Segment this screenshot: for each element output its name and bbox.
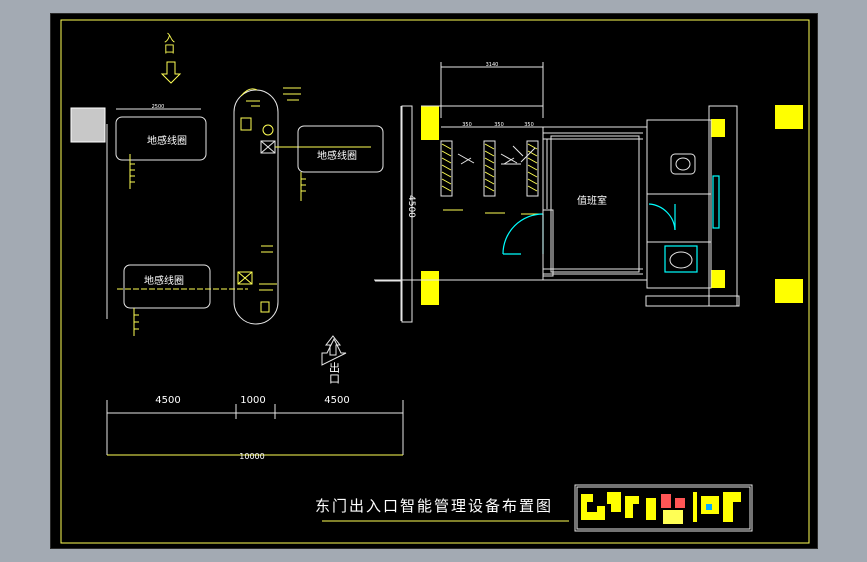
cable-ticks xyxy=(130,163,135,183)
dim-top-gate: 3140 xyxy=(486,62,499,68)
dim-side-gate: 4500 xyxy=(406,195,416,218)
loop-label-top-right: 地感线圈 xyxy=(317,149,357,162)
exit-label: 出口 xyxy=(328,361,341,384)
column-bottom-right xyxy=(711,270,725,288)
ticket-machine-bottom-cross xyxy=(237,271,253,285)
column-block-left xyxy=(70,107,106,143)
gate-wall-left xyxy=(401,105,413,323)
dim-bottom-1: 4500 xyxy=(155,395,180,406)
loop-label-bottom: 地感线圈 xyxy=(144,274,184,287)
turnstile-1 xyxy=(440,140,453,197)
column-far-bottom xyxy=(775,279,803,303)
turnstile-annotations xyxy=(443,209,541,215)
barrier-device-bottom xyxy=(260,301,270,313)
dim-gate-2: 350 xyxy=(494,122,504,128)
post-top xyxy=(262,124,274,136)
turnstile-2 xyxy=(483,140,496,197)
turnstile-arms xyxy=(457,145,536,165)
window-left xyxy=(546,139,552,209)
sensor-loop-bottom xyxy=(123,264,211,309)
bathroom-block xyxy=(646,119,712,289)
duty-room-label: 值班室 xyxy=(577,194,607,207)
entrance-arrow-icon xyxy=(160,61,182,84)
entrance-label: 入口 xyxy=(163,32,176,54)
sensor-loop-top-left xyxy=(115,116,207,161)
turnstile-3 xyxy=(526,140,539,197)
drawing-title: 东门出入口智能管理设备布置图 xyxy=(315,497,553,515)
toilet-bowl xyxy=(675,157,691,171)
toilet-icon xyxy=(670,153,696,175)
dim-gate-1: 350 xyxy=(462,122,472,128)
dim-gate-3: 350 xyxy=(524,122,534,128)
annotation-marks-bottom xyxy=(259,245,277,291)
ticket-machine-bottom xyxy=(237,271,253,285)
exit-arrow-icon xyxy=(324,335,342,356)
door-swing-bath xyxy=(648,203,676,231)
dim-small-top: 2500 xyxy=(152,104,165,110)
cad-viewport[interactable]: 入口 2500 地感线圈 地感线圈 地感线圈 出口 4500 1000 4500… xyxy=(50,13,818,549)
annotation-marks-top xyxy=(240,88,260,107)
column-bottom-left xyxy=(421,271,439,305)
sink-frame xyxy=(664,245,698,273)
exit-arrow-shape xyxy=(321,337,347,366)
drawing-border xyxy=(60,19,810,544)
column-far-top xyxy=(775,105,803,129)
sensor-loop-top-right xyxy=(297,125,384,173)
dim-total: 10000 xyxy=(239,452,264,461)
cable-ticks-tr xyxy=(301,178,306,192)
dim-bottom-2: 1000 xyxy=(240,395,265,406)
ticket-machine-top-cross xyxy=(260,140,276,154)
column-top-left xyxy=(421,106,439,140)
window-right xyxy=(712,175,720,229)
dim-bottom-3: 4500 xyxy=(324,395,349,406)
sink-icon xyxy=(669,251,693,269)
annotation-marks-top-right xyxy=(283,87,301,101)
door-frame xyxy=(542,209,554,277)
title-block-thumbnail xyxy=(574,484,753,532)
column-top-right xyxy=(711,119,725,137)
drawing-canvas: 入口 2500 地感线圈 地感线圈 地感线圈 出口 4500 1000 4500… xyxy=(60,19,810,544)
barrier-device-top xyxy=(240,117,252,131)
base-slab xyxy=(645,295,740,307)
door-swing-main xyxy=(502,213,544,255)
loop-label-top-left: 地感线圈 xyxy=(147,134,187,147)
cable-ticks-b xyxy=(134,314,139,330)
